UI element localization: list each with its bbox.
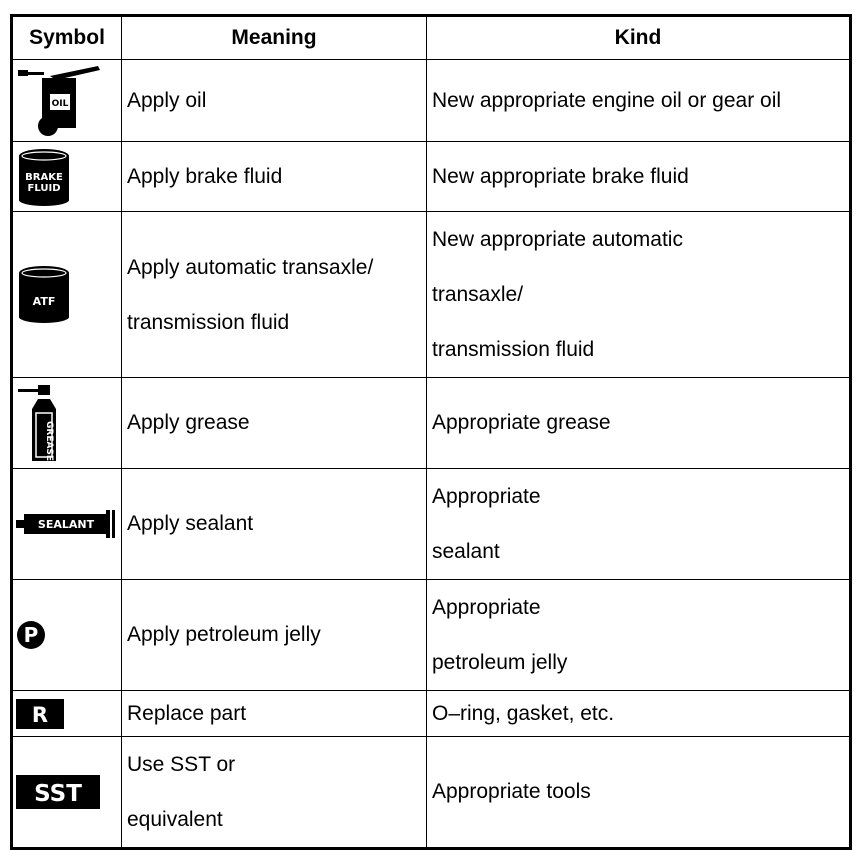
- symbol-cell: SEALANT: [11, 468, 122, 580]
- meaning-cell: Apply petroleum jelly: [121, 579, 427, 691]
- kind-cell: New appropriate engine oil or gear oil: [426, 59, 851, 142]
- kind-line: Appropriate: [432, 485, 541, 508]
- svg-text:P: P: [24, 623, 39, 647]
- grease-spray-icon: GREASE: [18, 385, 56, 461]
- svg-text:BRAKE: BRAKE: [25, 172, 63, 183]
- petroleum-jelly-icon: P: [17, 621, 45, 649]
- header-kind: Kind: [426, 15, 851, 60]
- kind-line: sealant: [432, 540, 500, 563]
- symbol-cell: R: [11, 690, 122, 737]
- kind-line: transmission fluid: [432, 338, 595, 361]
- symbol-cell: ATF: [11, 211, 122, 378]
- meaning-cell: Use SST or equivalent: [121, 736, 427, 849]
- replace-part-icon: R: [16, 698, 64, 729]
- meaning-line: Apply automatic transaxle/: [127, 255, 374, 279]
- header-meaning: Meaning: [121, 15, 427, 60]
- header-row: Symbol Meaning Kind: [11, 15, 851, 60]
- symbol-cell: P: [11, 579, 122, 691]
- kind-cell: New appropriate automatic transaxle/ tra…: [426, 211, 851, 378]
- kind-line: petroleum jelly: [432, 651, 568, 674]
- kind-line: New appropriate automatic: [432, 228, 683, 251]
- kind-cell: O–ring, gasket, etc.: [426, 690, 851, 737]
- kind-cell: Appropriate grease: [426, 377, 851, 469]
- svg-text:ATF: ATF: [33, 295, 56, 308]
- table-row: P Apply petroleum jelly Appropriate petr…: [11, 579, 851, 691]
- table-row: R Replace part O–ring, gasket, etc.: [11, 690, 851, 737]
- sealant-tube-icon: SEALANT: [16, 510, 115, 538]
- kind-cell: Appropriate tools: [426, 736, 851, 849]
- kind-cell: New appropriate brake fluid: [426, 141, 851, 212]
- meaning-line: transmission fluid: [127, 310, 290, 334]
- svg-text:FLUID: FLUID: [28, 183, 61, 194]
- table-row: GREASE Apply grease Appropriate grease: [11, 377, 851, 469]
- meaning-line: equivalent: [127, 808, 223, 831]
- symbol-cell: OIL: [11, 59, 122, 142]
- meaning-line: Use SST or: [127, 753, 236, 776]
- symbol-cell: GREASE: [11, 377, 122, 469]
- brake-fluid-can-icon: BRAKE FLUID: [19, 148, 69, 206]
- meaning-cell: Apply oil: [121, 59, 427, 142]
- svg-text:SEALANT: SEALANT: [38, 518, 95, 531]
- meaning-cell: Apply automatic transaxle/ transmission …: [121, 211, 427, 378]
- table-row: BRAKE FLUID Apply brake fluid New approp…: [11, 141, 851, 212]
- kind-cell: Appropriate sealant: [426, 468, 851, 580]
- kind-line: Appropriate: [432, 596, 541, 619]
- oil-can-icon: OIL: [18, 65, 100, 136]
- table-row: SEALANT Apply sealant Appropriate sealan…: [11, 468, 851, 580]
- meaning-cell: Apply sealant: [121, 468, 427, 580]
- meaning-cell: Apply grease: [121, 377, 427, 469]
- table-row: SST Use SST or equivalent Appropriate to…: [11, 736, 851, 849]
- table-row: ATF Apply automatic transaxle/ transmiss…: [11, 211, 851, 378]
- header-symbol: Symbol: [11, 15, 122, 60]
- svg-text:SST: SST: [34, 781, 82, 807]
- meaning-cell: Apply brake fluid: [121, 141, 427, 212]
- sst-icon: SST: [16, 775, 100, 809]
- symbol-cell: BRAKE FLUID: [11, 141, 122, 212]
- svg-text:GREASE: GREASE: [44, 421, 54, 461]
- kind-line: transaxle/: [432, 283, 524, 306]
- svg-text:OIL: OIL: [52, 99, 69, 109]
- atf-can-icon: ATF: [19, 265, 69, 323]
- symbols-table: Symbol Meaning Kind OIL Apply oil New ap…: [10, 14, 852, 850]
- meaning-cell: Replace part: [121, 690, 427, 737]
- symbol-cell: SST: [11, 736, 122, 849]
- svg-text:R: R: [32, 703, 48, 727]
- kind-cell: Appropriate petroleum jelly: [426, 579, 851, 691]
- table-row: OIL Apply oil New appropriate engine oil…: [11, 59, 851, 142]
